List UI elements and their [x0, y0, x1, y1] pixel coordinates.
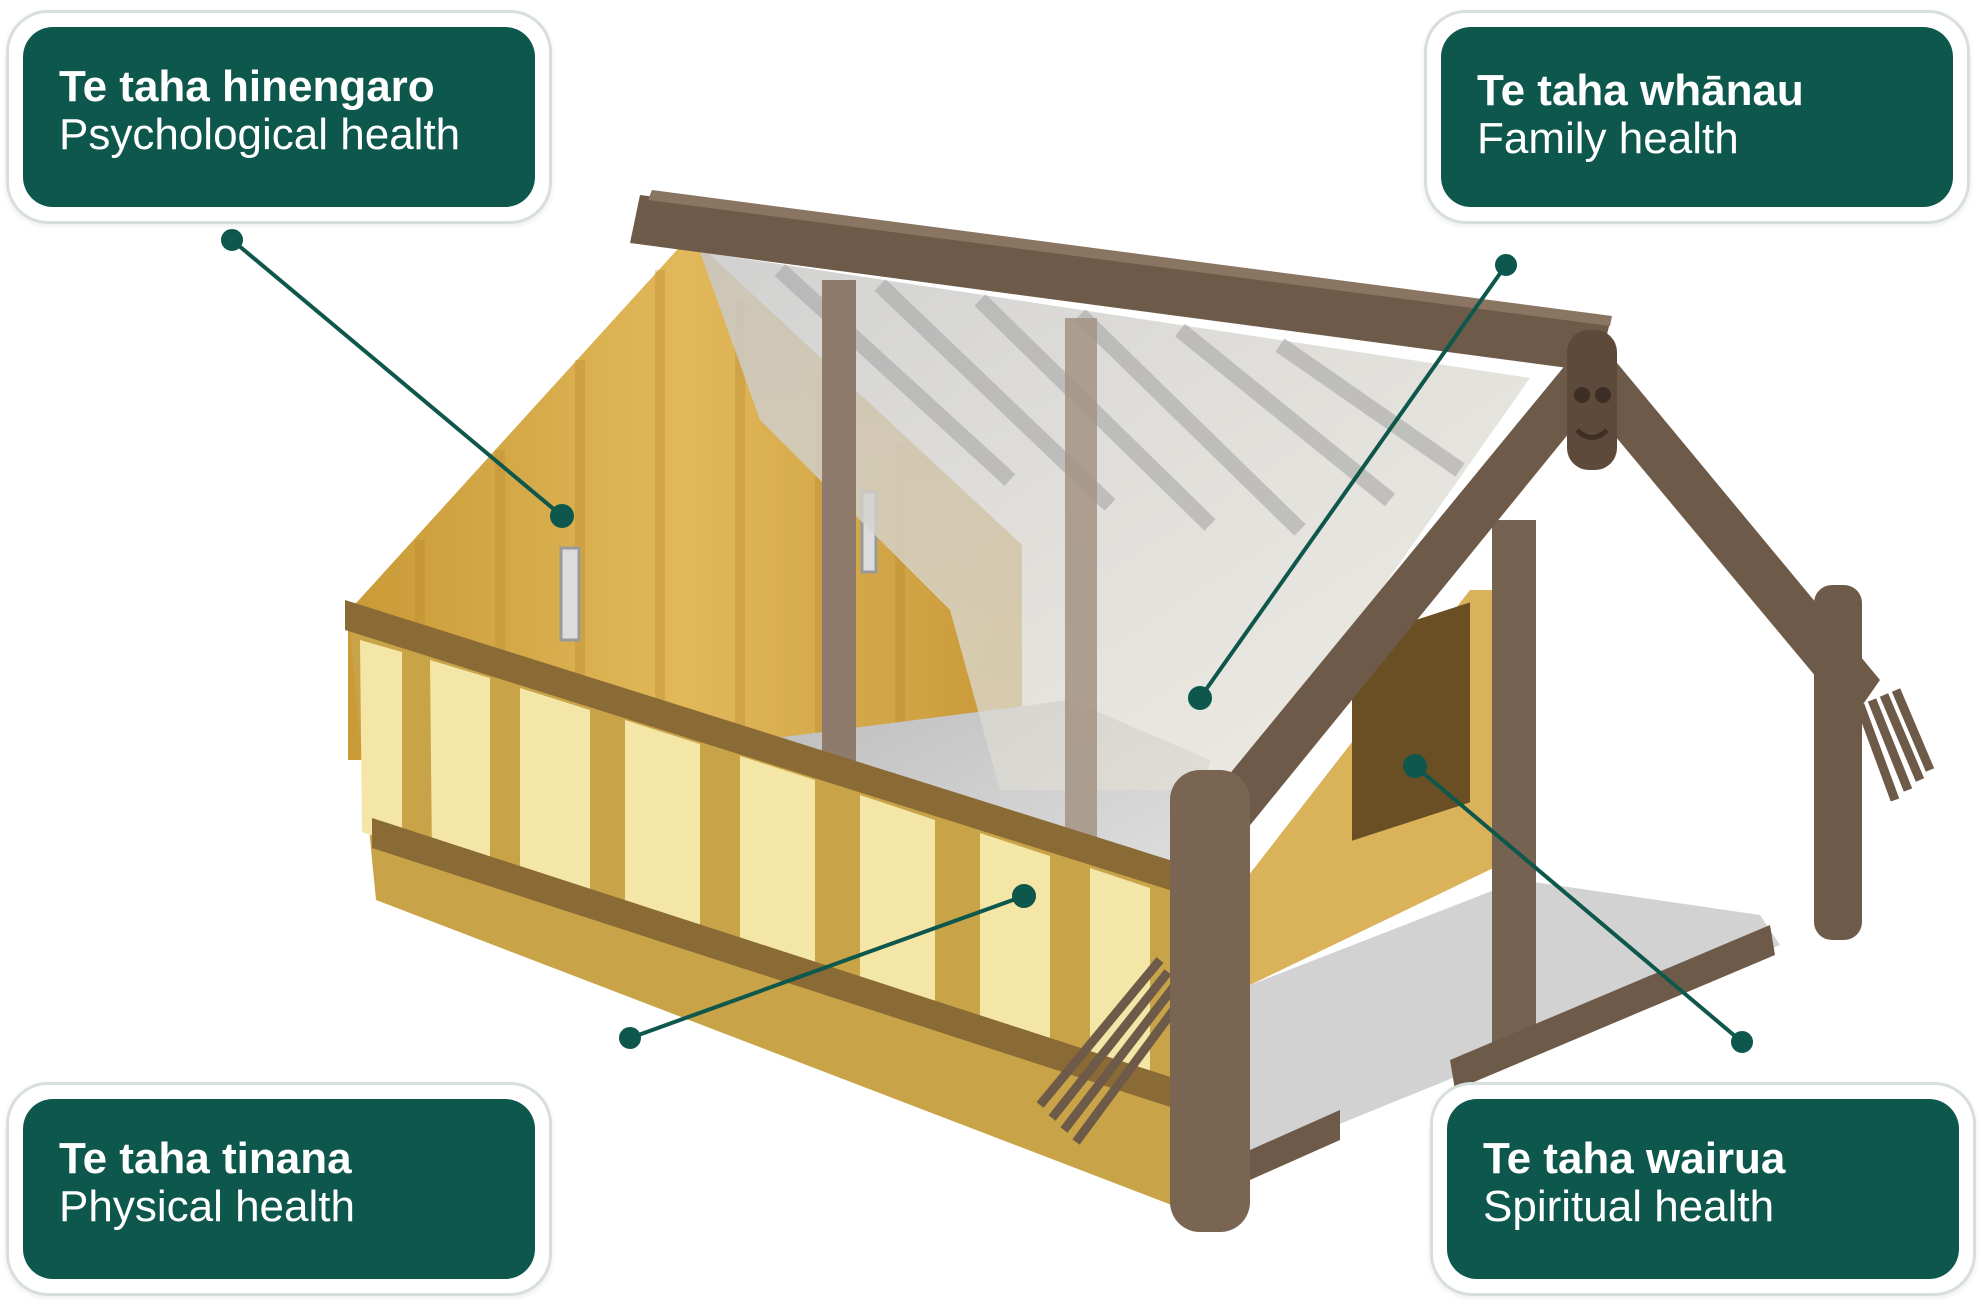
card-family: Te taha whānau Family health	[1424, 10, 1970, 224]
barge-fingers-left	[1036, 957, 1188, 1145]
leader-line-psychological	[230, 238, 564, 518]
card-spiritual-subtitle: Spiritual health	[1483, 1181, 1775, 1231]
card-psychological-title: Te taha hinengaro	[59, 62, 435, 111]
barge-board-left	[1200, 335, 1600, 840]
card-physical-title: Te taha tinana	[59, 1134, 352, 1183]
leader-dot	[1403, 754, 1427, 778]
top-rail	[345, 600, 1195, 898]
interior-post	[822, 280, 856, 775]
leader-dot	[1188, 686, 1212, 710]
barge-board-right	[1585, 340, 1880, 720]
card-psychological: Te taha hinengaro Psychological health	[6, 10, 552, 224]
front-post	[1170, 770, 1250, 1232]
leader-lines	[221, 229, 1753, 1053]
carved-figure	[1567, 330, 1617, 470]
porch-threshold-right	[1450, 925, 1775, 1090]
leader-dot	[1012, 884, 1036, 908]
card-family-title: Te taha whānau	[1477, 66, 1804, 115]
wall-slot	[559, 546, 581, 642]
leader-dot	[550, 504, 574, 528]
leader-dot	[619, 1027, 641, 1049]
leader-line-spiritual	[1413, 764, 1744, 1044]
card-psychological-subtitle: Psychological health	[59, 109, 461, 159]
card-spiritual-fill: Te taha wairua Spiritual health	[1447, 1099, 1959, 1279]
porch-threshold	[1250, 1110, 1340, 1180]
ridge-beam	[630, 195, 1610, 372]
interior-post	[1065, 318, 1097, 843]
leader-dot	[1495, 254, 1517, 276]
leader-line-physical	[629, 894, 1025, 1040]
barge-fingers-right	[1855, 688, 1935, 802]
leader-dot	[221, 229, 243, 251]
card-spiritual: Te taha wairua Spiritual health	[1430, 1082, 1976, 1296]
bottom-rail	[372, 818, 1195, 1115]
card-physical: Te taha tinana Physical health	[6, 1082, 552, 1296]
leader-dot	[1731, 1031, 1753, 1053]
ridge-beam-top	[648, 190, 1612, 326]
card-psychological-fill: Te taha hinengaro Psychological health	[23, 27, 535, 207]
porch-post	[1492, 520, 1536, 1050]
card-physical-subtitle: Physical health	[59, 1181, 355, 1231]
card-physical-fill: Te taha tinana Physical health	[23, 1099, 535, 1279]
leader-line-family	[1198, 263, 1508, 700]
card-family-fill: Te taha whānau Family health	[1441, 27, 1953, 207]
card-family-subtitle: Family health	[1477, 113, 1739, 163]
card-spiritual-title: Te taha wairua	[1483, 1134, 1786, 1183]
